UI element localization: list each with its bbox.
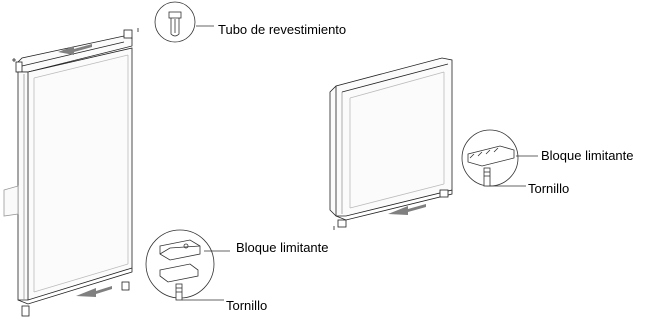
right-block-detail-circle — [461, 129, 538, 187]
label-block-right: Bloque limitante — [541, 148, 634, 163]
left-door-arrow-bottom — [76, 286, 112, 297]
label-block-left: Bloque limitante — [236, 240, 329, 255]
tube-detail-circle — [154, 1, 214, 43]
label-screw-right: Tornillo — [528, 181, 570, 196]
left-door-panel — [3, 28, 139, 317]
label-tube: Tubo de revestimiento — [218, 22, 347, 37]
label-screw-left: Tornillo — [226, 298, 268, 313]
left-door-arrow-top — [58, 44, 92, 55]
left-block-detail-circle — [145, 229, 230, 301]
right-door-arrow — [388, 204, 426, 215]
right-door-panel — [329, 57, 453, 230]
